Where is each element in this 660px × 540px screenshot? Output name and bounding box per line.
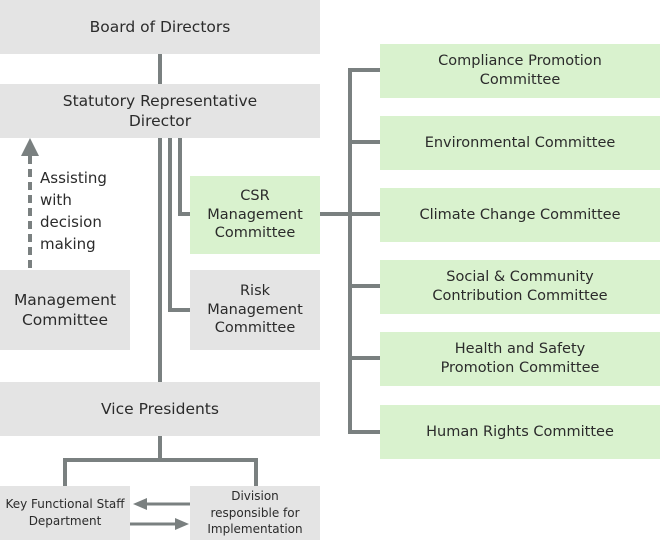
key-functional-staff-box: Key Functional Staff Department <box>0 486 130 540</box>
dashed-up-arrow-icon <box>21 138 39 270</box>
subcommittee-compliance: Compliance Promotion Committee <box>380 44 660 98</box>
subcommittee-label: Health and Safety Promotion Committee <box>440 341 600 376</box>
subcommittee-environmental: Environmental Committee <box>380 116 660 170</box>
connector-board-to-director <box>158 54 162 84</box>
connector-sub-6 <box>348 430 380 434</box>
management-committee-label: Management Committee <box>13 290 117 329</box>
subcommittee-climate-change: Climate Change Committee <box>380 188 660 242</box>
connector-sub-1 <box>348 68 380 72</box>
connector-vp-down <box>158 436 162 460</box>
division-implementation-label: Division responsible for Implementation <box>207 488 303 537</box>
connector-director-to-risk-h <box>168 308 190 312</box>
subcommittee-label: Compliance Promotion Committee <box>438 53 602 88</box>
connector-vp-to-key <box>63 458 67 486</box>
connector-director-to-risk-v <box>168 138 172 312</box>
connector-sub-4 <box>348 284 380 288</box>
connector-director-to-csr-h <box>178 212 190 216</box>
connector-director-to-csr-v <box>178 138 182 216</box>
subcommittee-label: Social & Community Contribution Committe… <box>432 269 608 304</box>
statutory-director-box: Statutory Representative Director <box>0 84 320 138</box>
subcommittee-label: Climate Change Committee <box>419 206 621 223</box>
key-functional-label: Key Functional Staff Department <box>5 497 125 528</box>
assisting-annotation: Assisting with decision making <box>40 169 107 253</box>
connector-director-to-vp <box>158 138 162 382</box>
subcommittee-label: Human Rights Committee <box>426 423 614 440</box>
risk-committee-label: Risk Management Committee <box>207 282 303 337</box>
subcommittee-social-community: Social & Community Contribution Committe… <box>380 260 660 314</box>
subcommittee-health-safety: Health and Safety Promotion Committee <box>380 332 660 386</box>
arrow-left-icon <box>133 498 190 510</box>
vice-presidents-box: Vice Presidents <box>0 382 320 436</box>
connector-csr-to-trunk <box>320 212 350 216</box>
division-implementation-box: Division responsible for Implementation <box>190 486 320 540</box>
connector-sub-3 <box>348 212 380 216</box>
connector-sub-5 <box>348 356 380 360</box>
connector-subcommittee-trunk <box>348 68 352 434</box>
board-of-directors-box: Board of Directors <box>0 0 320 54</box>
risk-management-committee-box: Risk Management Committee <box>190 270 320 350</box>
subcommittee-label: Environmental Committee <box>424 134 616 151</box>
csr-committee-label: CSR Management Committee <box>207 187 303 242</box>
connector-vp-to-division <box>254 458 258 486</box>
statutory-director-label: Statutory Representative Director <box>62 91 258 130</box>
management-committee-box: Management Committee <box>0 270 130 350</box>
subcommittee-human-rights: Human Rights Committee <box>380 405 660 459</box>
connector-sub-2 <box>348 140 380 144</box>
csr-management-committee-box: CSR Management Committee <box>190 176 320 254</box>
connector-vp-branch <box>63 458 258 462</box>
arrow-right-icon <box>130 518 189 530</box>
